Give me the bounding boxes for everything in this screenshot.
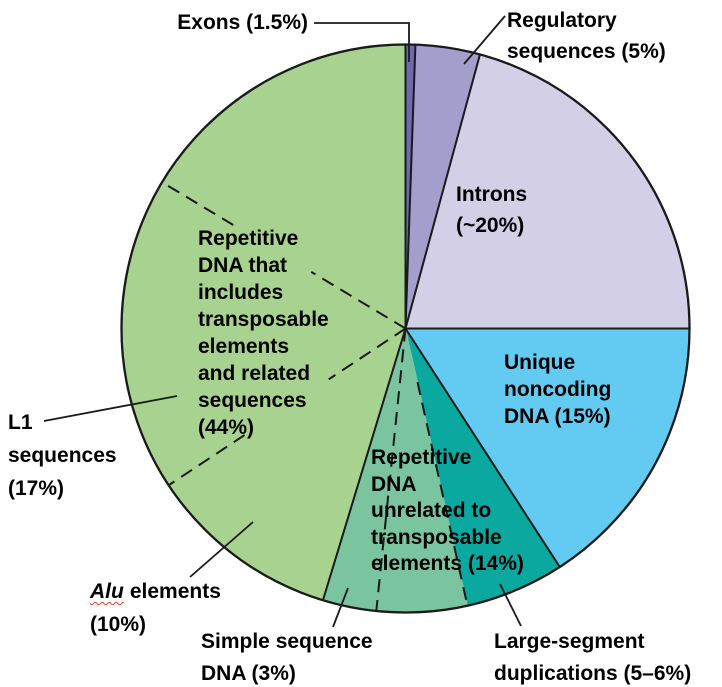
dashed-boundary-167.4 (416, 381, 469, 606)
pie-outline (120, 43, 691, 614)
label-line: (~20%) (456, 214, 525, 237)
label-large-segment-duplications: Large-segment duplications (5–6%) (494, 626, 691, 687)
leader-exons (314, 22, 410, 62)
label-line: sequences (8, 444, 117, 467)
label-line: DNA that (198, 254, 288, 277)
label-line: (10%) (90, 613, 147, 636)
solid-boundary-2 (404, 44, 417, 329)
label-line: Repetitive (198, 227, 299, 250)
solid-boundary-196.9 (321, 328, 407, 601)
label-line: transposable (198, 308, 329, 331)
leader-l1 (43, 395, 178, 422)
label-line: Large-segment (494, 630, 645, 653)
label-line: elements (14%) (371, 552, 524, 575)
label-line: (44%) (198, 416, 255, 439)
leader-large-segment (499, 583, 522, 627)
label-line: sequences (198, 389, 307, 412)
dashed-boundary-236.5 (168, 434, 246, 487)
label-line: elements (198, 335, 290, 358)
label-line: transposable (371, 525, 502, 549)
label-line: L1 (8, 411, 33, 434)
label-line: unrelated to (371, 499, 492, 522)
label-repetitive-dna-transposable: Repetitive DNA that includes transposabl… (198, 225, 329, 441)
label-line: Regulatory (507, 9, 617, 32)
label-line: sequences (5%) (507, 40, 666, 63)
label-line: Simple sequence (201, 630, 373, 653)
leader-regulatory (463, 15, 506, 65)
label-line: noncoding (504, 378, 612, 401)
label-simple-sequence-dna: Simple sequence DNA (3%) (201, 626, 373, 687)
label-line: DNA (371, 472, 417, 496)
dashed-boundary-301 (161, 181, 234, 226)
label-line: and related (198, 362, 311, 385)
label-unique-noncoding-dna: Unique noncoding DNA (15%) (504, 349, 611, 430)
label-line: Unique (504, 351, 576, 374)
label-line: DNA (3%) (201, 662, 296, 685)
label-line: Introns (456, 183, 528, 206)
label-repetitive-dna-unrelated: Repetitive DNA unrelated to transposable… (371, 445, 524, 578)
label-l1-sequences: L1 sequences (17%) (8, 406, 117, 505)
alu-italic-word: Alu (90, 580, 124, 603)
dashed-boundary-301 (310, 270, 407, 330)
dashed-boundary-185.9 (375, 328, 407, 612)
label-introns: Introns (~20%) (456, 179, 527, 241)
label-line: (17%) (8, 477, 65, 500)
label-line: includes (198, 281, 284, 304)
label-line: DNA (15%) (504, 405, 611, 428)
dashed-boundary-236.5 (328, 327, 407, 381)
leader-simple (332, 587, 349, 628)
solid-boundary-15.2 (404, 54, 481, 329)
label-line-rest: elements (129, 580, 221, 603)
label-regulatory-sequences: Regulatory sequences (5%) (507, 5, 666, 67)
label-line: duplications (5–6%) (494, 662, 692, 685)
label-line: Repetitive (371, 446, 472, 469)
leader-alu (189, 521, 254, 578)
label-exons: Exons (1.5%) (177, 11, 308, 34)
solid-boundary-147.1 (404, 327, 561, 568)
